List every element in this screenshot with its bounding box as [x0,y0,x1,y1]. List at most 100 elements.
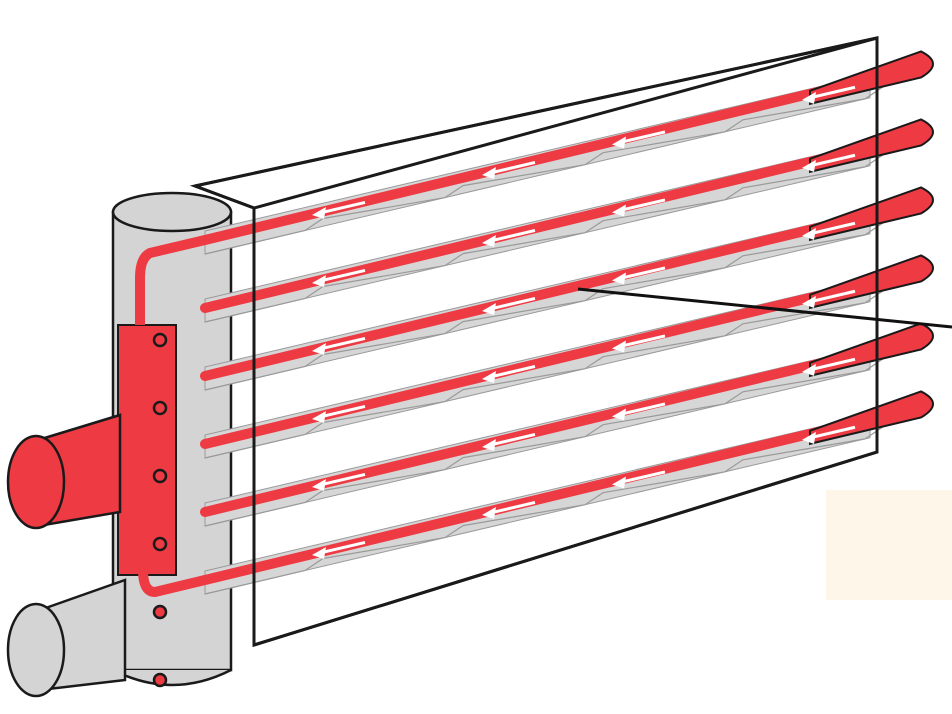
arrow-head [802,159,816,172]
arrow-left-icon [312,472,366,491]
arrow-shaft [489,500,536,515]
arrow-shaft [809,153,856,168]
arrow-head [612,204,626,217]
arrow-shaft [489,228,536,243]
arrow-head [482,371,496,384]
arrow-head [612,340,626,353]
tube-6 [138,390,934,688]
arrow-left-icon [312,200,366,219]
nozzle [152,332,168,348]
arrow-head [612,136,626,149]
arrow-left-icon [612,266,666,285]
arrow-left-icon [802,153,856,172]
arrow-left-icon [612,198,666,217]
header-link-top [135,235,207,325]
inlet-pipe [6,413,122,530]
arrow-shaft [319,472,366,487]
fin-edge [204,222,884,391]
tube-4 [152,254,934,552]
arrow-shaft [489,296,536,311]
arrow-left-icon [802,85,856,104]
arrow-left-icon [482,160,536,180]
arrow-head [802,91,816,104]
nozzle [152,536,168,552]
arrow-left-icon [312,540,366,559]
fin-edge [204,86,884,255]
arrow-left-icon [802,425,856,444]
arrow-shaft [319,540,366,555]
nozzle [152,672,168,688]
nozzle [152,604,168,620]
arrow-shaft [619,470,666,484]
header-link-bottom [138,542,207,598]
arrow-left-icon [612,130,666,149]
arrow-shaft [319,268,366,283]
arrow-left-icon [482,364,536,384]
fin-edge [204,154,884,323]
arrow-shaft [319,336,366,351]
arrow-shaft [319,404,366,419]
fin-block-front [194,36,879,648]
arrow-shaft [489,432,536,447]
label-box [826,490,952,600]
arrow-shaft [809,85,856,100]
arrow-head [482,235,496,248]
nozzle [152,468,168,484]
arrow-left-icon [482,228,536,248]
arrow-head [612,476,626,489]
arrow-left-icon [312,404,366,423]
arrow-head [312,274,326,287]
tube-3 [152,186,934,484]
arrow-shaft [619,130,666,144]
arrow-head [802,431,816,444]
arrow-left-icon [482,500,536,520]
fin-edge [204,290,884,459]
arrow-head [802,227,816,240]
arrow-head [802,295,816,308]
tube-1 [135,50,934,348]
arrow-shaft [809,357,856,372]
arrow-left-icon [612,470,666,489]
outlet-pipe [6,578,127,698]
arrow-head [802,363,816,376]
arrow-left-icon [802,221,856,240]
nozzle [152,400,168,416]
arrow-shaft [619,198,666,212]
tube-2 [152,118,934,416]
header-hot-section [117,324,177,576]
tube-5 [152,322,934,620]
arrow-shaft [619,266,666,280]
arrow-shaft [489,160,536,175]
arrow-shaft [809,221,856,236]
arrow-left-icon [482,296,536,316]
arrow-shaft [319,200,366,215]
arrow-left-icon [482,432,536,452]
arrow-head [312,342,326,355]
arrow-left-icon [612,334,666,353]
arrow-shaft [809,425,856,440]
arrow-head [312,546,326,559]
arrow-head [482,439,496,452]
arrow-shaft [619,334,666,348]
arrow-shaft [619,402,666,416]
fin-edge [204,358,884,527]
tube-array [135,50,934,688]
arrow-head [482,167,496,180]
arrow-head [482,507,496,520]
arrow-left-icon [312,336,366,355]
arrow-left-icon [312,268,366,287]
leader-line [577,287,952,329]
arrow-head [482,303,496,316]
arrow-head [312,410,326,423]
arrow-shaft [809,289,856,304]
arrow-head [612,408,626,421]
arrow-left-icon [612,402,666,421]
arrow-left-icon [802,289,856,308]
arrow-head [312,478,326,491]
fin-edge [204,426,884,595]
arrow-head [312,206,326,219]
arrow-head [612,272,626,285]
arrow-shaft [489,364,536,379]
arrow-left-icon [802,357,856,376]
